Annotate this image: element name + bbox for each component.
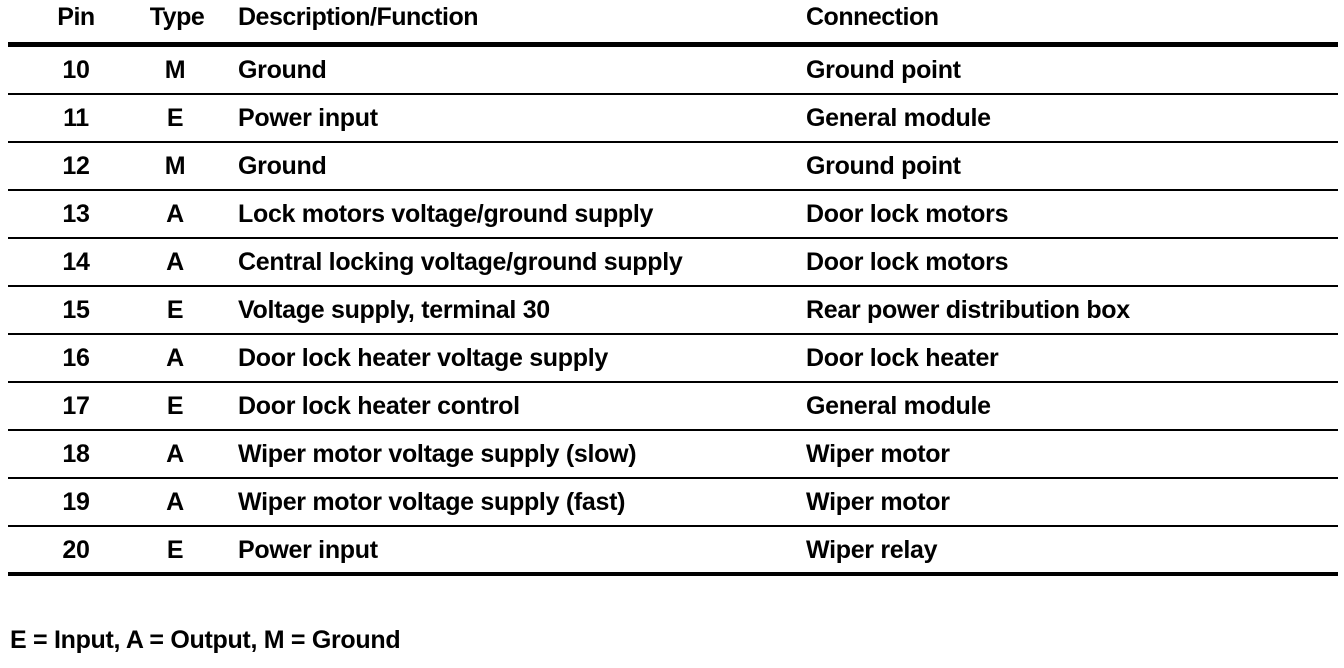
pin-cell: 17	[62, 392, 90, 420]
description-cell: Lock motors voltage/ground supply	[238, 200, 654, 228]
table-row: 12 M Ground Ground point	[8, 143, 1338, 191]
table-row: 20 E Power input Wiper relay	[8, 527, 1338, 576]
header-connection: Connection	[806, 3, 939, 31]
pin-cell: 13	[62, 200, 90, 228]
header-description: Description/Function	[238, 3, 479, 31]
pin-cell: 16	[62, 344, 90, 372]
table-row: 18 A Wiper motor voltage supply (slow) W…	[8, 431, 1338, 479]
connection-cell: Ground point	[806, 56, 961, 84]
table-row: 15 E Voltage supply, terminal 30 Rear po…	[8, 287, 1338, 335]
type-cell: M	[164, 56, 186, 84]
legend-footnote: E = Input, A = Output, M = Ground	[10, 626, 401, 654]
type-cell: E	[166, 296, 184, 324]
table-row: 14 A Central locking voltage/ground supp…	[8, 239, 1338, 287]
pin-cell: 19	[62, 488, 90, 516]
description-cell: Central locking voltage/ground supply	[238, 248, 683, 276]
pin-cell: 11	[63, 104, 89, 132]
description-cell: Wiper motor voltage supply (fast)	[238, 488, 626, 516]
type-cell: E	[166, 536, 184, 564]
header-pin: Pin	[57, 3, 95, 31]
header-type: Type	[149, 3, 205, 31]
type-cell: A	[166, 440, 184, 468]
table-row: 16 A Door lock heater voltage supply Doo…	[8, 335, 1338, 383]
description-cell: Door lock heater voltage supply	[238, 344, 608, 372]
description-cell: Voltage supply, terminal 30	[238, 296, 550, 324]
description-cell: Ground	[238, 56, 327, 84]
type-cell: E	[166, 104, 184, 132]
type-cell: A	[166, 248, 184, 276]
table-row: 17 E Door lock heater control General mo…	[8, 383, 1338, 431]
type-cell: A	[166, 488, 184, 516]
pin-table: Pin Type Description/Function Connection…	[8, 0, 1338, 576]
pin-cell: 20	[62, 536, 90, 564]
type-cell: A	[166, 344, 184, 372]
description-cell: Wiper motor voltage supply (slow)	[238, 440, 637, 468]
table-row: 11 E Power input General module	[8, 95, 1338, 143]
table-header: Pin Type Description/Function Connection	[8, 0, 1338, 47]
description-cell: Door lock heater control	[238, 392, 520, 420]
description-cell: Ground	[238, 152, 327, 180]
connection-cell: Wiper motor	[806, 488, 950, 516]
connection-cell: Door lock motors	[806, 248, 1009, 276]
connection-cell: Rear power distribution box	[806, 296, 1130, 324]
type-cell: M	[164, 152, 186, 180]
type-cell: E	[166, 392, 184, 420]
table-row: 19 A Wiper motor voltage supply (fast) W…	[8, 479, 1338, 527]
connection-cell: Door lock motors	[806, 200, 1009, 228]
pin-cell: 10	[62, 56, 90, 84]
table-row: 10 M Ground Ground point	[8, 47, 1338, 95]
description-cell: Power input	[238, 536, 378, 564]
connection-cell: Wiper motor	[806, 440, 950, 468]
connection-cell: Wiper relay	[806, 536, 938, 564]
connection-cell: General module	[806, 104, 991, 132]
connection-cell: Door lock heater	[806, 344, 999, 372]
pin-cell: 12	[62, 152, 90, 180]
pin-cell: 18	[62, 440, 90, 468]
pin-cell: 15	[62, 296, 90, 324]
description-cell: Power input	[238, 104, 378, 132]
pin-cell: 14	[62, 248, 90, 276]
table-row: 13 A Lock motors voltage/ground supply D…	[8, 191, 1338, 239]
connection-cell: Ground point	[806, 152, 961, 180]
connection-cell: General module	[806, 392, 991, 420]
type-cell: A	[166, 200, 184, 228]
